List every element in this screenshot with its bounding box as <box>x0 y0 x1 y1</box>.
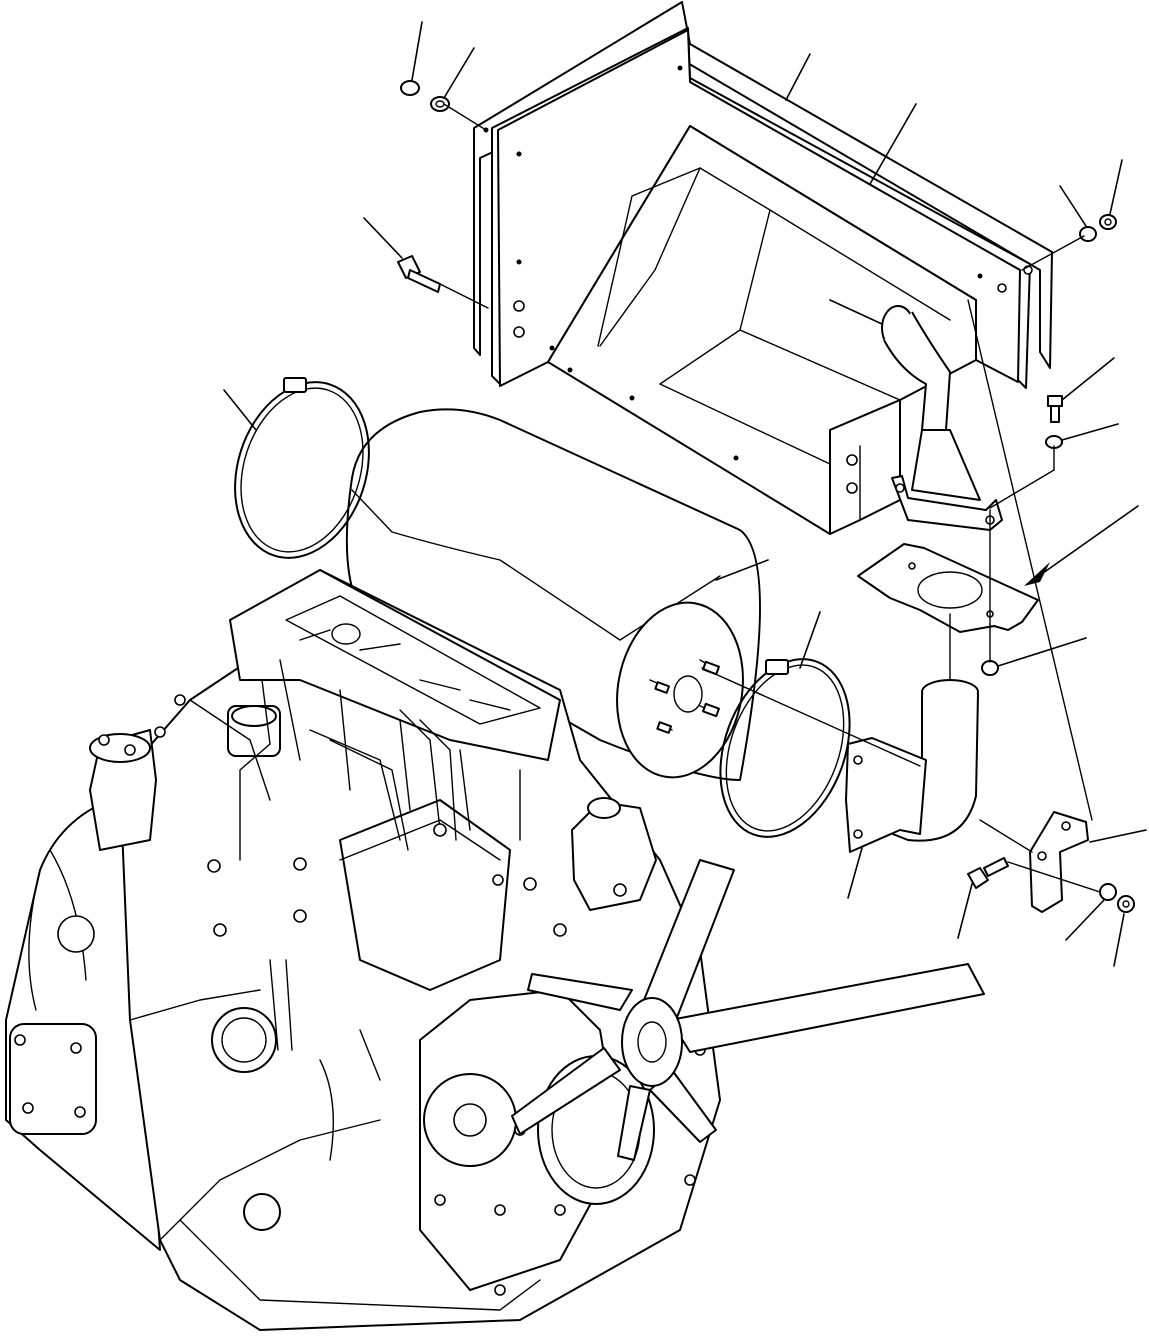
callout-leader-19 <box>1065 899 1105 941</box>
callout-leader-20 <box>1113 913 1125 967</box>
callout-leader-01 <box>411 21 423 81</box>
callout-leader-04 <box>869 103 917 185</box>
callout-leader-09 <box>1061 357 1115 401</box>
bolt-top-left[interactable] <box>400 80 450 112</box>
bolt-bracket[interactable] <box>967 857 1009 889</box>
callout-leader-15 <box>997 637 1087 667</box>
nut-gasket-right[interactable] <box>981 660 999 676</box>
callout-leader-12 <box>1035 505 1139 579</box>
callout-leader-06 <box>1059 185 1087 227</box>
callout-leader-14 <box>799 611 821 669</box>
callout-leader-10 <box>1061 423 1119 441</box>
clamp-band-upper[interactable] <box>213 365 390 576</box>
bolt-flange-left[interactable] <box>397 255 441 293</box>
callout-arrowhead <box>1024 562 1050 586</box>
mounting-bracket[interactable] <box>1029 811 1089 913</box>
outlet-elbow-pipe[interactable] <box>881 305 1003 531</box>
callout-leader-05 <box>363 217 403 259</box>
callout-leader-13 <box>715 559 769 581</box>
gasket[interactable] <box>857 543 1039 633</box>
engine <box>5 569 721 1331</box>
callout-leader-17 <box>847 847 863 899</box>
clamp-band-lower[interactable] <box>697 641 873 855</box>
callout-leader-07 <box>1109 159 1123 215</box>
bolt-right[interactable] <box>1045 395 1063 449</box>
muffler[interactable] <box>345 408 761 787</box>
callout-leader-02 <box>443 47 475 99</box>
callout-leader-11 <box>223 389 257 431</box>
callout-leader-16 <box>1089 829 1147 843</box>
callout-leader-03 <box>785 53 811 101</box>
cooling-fan <box>511 859 985 1161</box>
nut-washer-bracket[interactable] <box>1099 883 1135 913</box>
callout-leader-lines <box>223 21 1147 967</box>
callout-leader-18 <box>957 883 973 939</box>
heat-shield-cover[interactable] <box>473 1 1053 535</box>
inlet-elbow-pipe[interactable] <box>845 679 979 853</box>
callout-leader-08 <box>829 299 883 325</box>
nut-washer-top-right[interactable] <box>1079 214 1117 242</box>
